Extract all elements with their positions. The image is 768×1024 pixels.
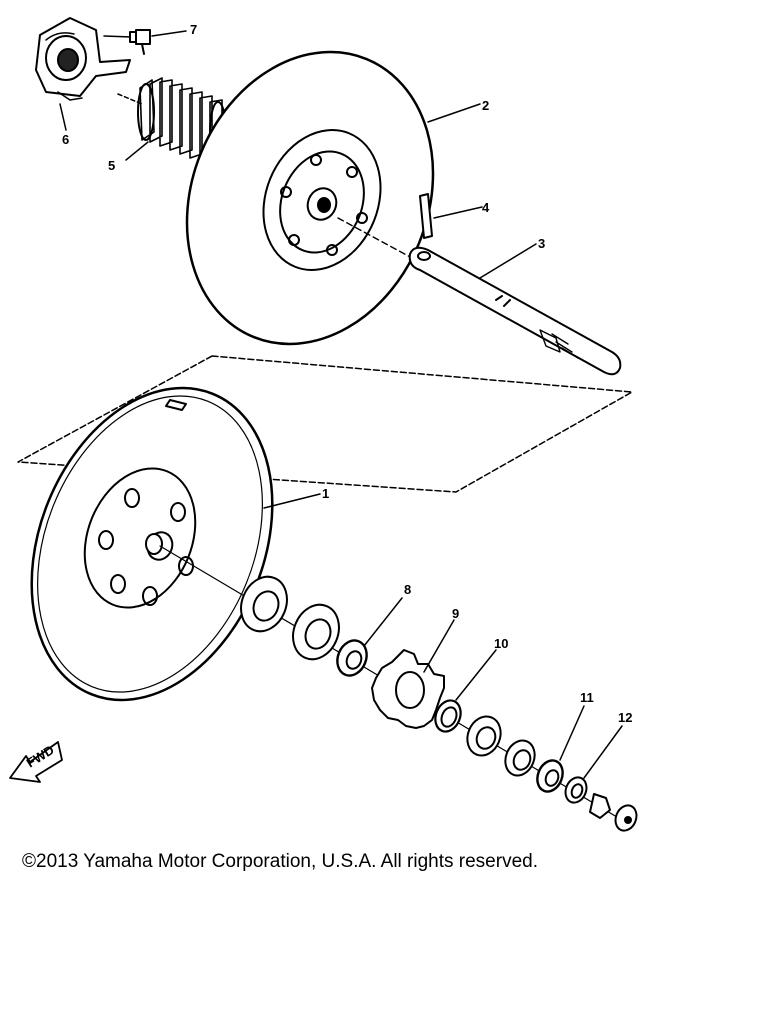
callout-4: 4 — [482, 200, 490, 215]
part-7-bolt — [103, 29, 187, 55]
cap — [614, 804, 638, 832]
bearing-b — [292, 603, 340, 661]
bearing-a — [240, 575, 288, 633]
assembly-outline — [17, 355, 633, 493]
callout-7: 7 — [190, 22, 197, 37]
part-4-key — [419, 193, 483, 239]
bearing-c — [466, 715, 502, 757]
callout-12: 12 — [618, 710, 632, 725]
part-8-collar — [336, 597, 403, 677]
callout-8: 8 — [404, 582, 411, 597]
part-6-bracket — [35, 17, 131, 131]
part-1-sheave-plate — [30, 386, 321, 702]
copyright-notice: ©2013 Yamaha Motor Corporation, U.S.A. A… — [22, 851, 538, 872]
part-9-sprocket — [371, 619, 455, 729]
fwd-arrow-icon: FWD — [9, 741, 63, 783]
callout-11: 11 — [580, 690, 594, 705]
callout-6: 6 — [62, 132, 69, 147]
part-10-ring — [434, 649, 497, 733]
part-11-bushing — [536, 705, 585, 793]
callout-2: 2 — [482, 98, 489, 113]
callout-1: 1 — [322, 486, 329, 501]
part-12-washer — [564, 725, 623, 804]
part-2-drive-sheave — [185, 50, 481, 346]
callout-3: 3 — [538, 236, 545, 251]
callout-10: 10 — [494, 636, 508, 651]
nut — [589, 793, 611, 819]
part-3-shaft — [337, 217, 622, 376]
exploded-parts-diagram: FWD 1 2 3 4 5 6 7 8 9 10 11 12 — [9, 17, 638, 832]
callout-5: 5 — [108, 158, 115, 173]
callout-9: 9 — [452, 606, 459, 621]
bearing-d — [504, 739, 536, 777]
